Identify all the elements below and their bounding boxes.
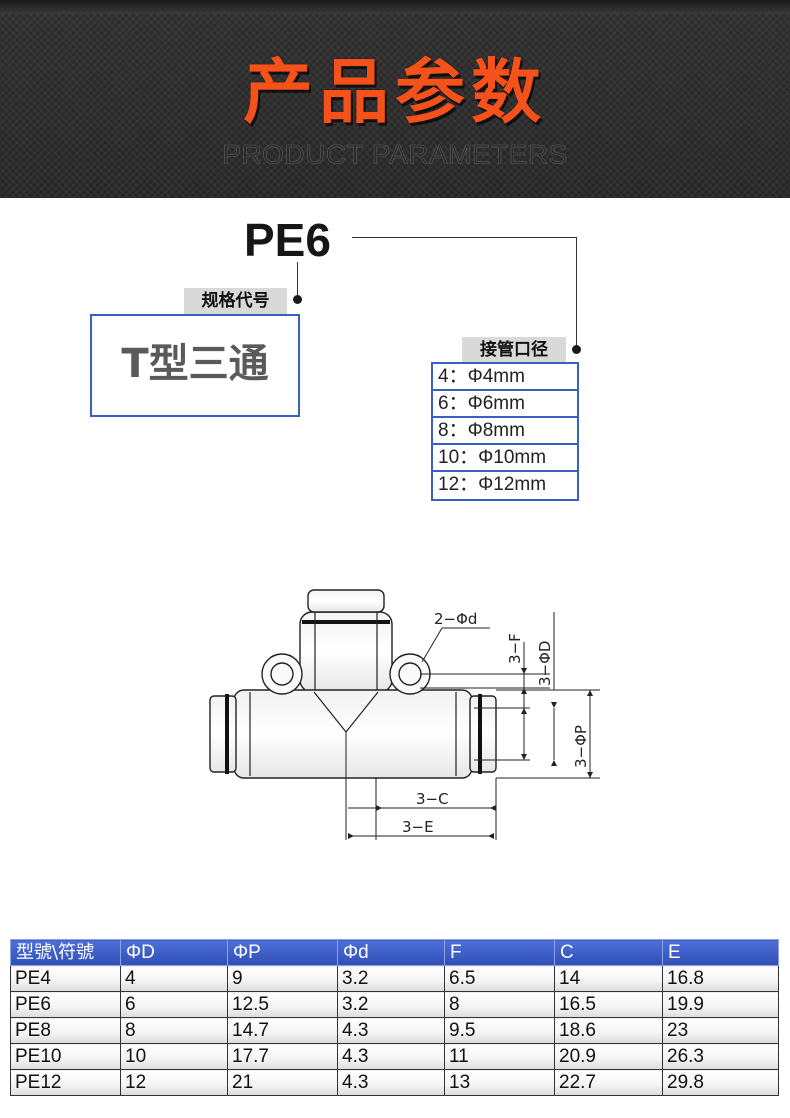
table-cell: 29.8 bbox=[662, 1069, 779, 1096]
p-dimension-label: 3−ΦP bbox=[572, 725, 590, 768]
table-cell: 19.9 bbox=[662, 991, 779, 1018]
column-header: F bbox=[444, 939, 555, 966]
table-cell: 14 bbox=[554, 965, 663, 992]
main-body bbox=[233, 689, 473, 779]
lead-line-to-ports-vertical bbox=[576, 237, 577, 349]
spec-dot bbox=[293, 295, 302, 304]
table-cell: 3.2 bbox=[337, 965, 445, 992]
table-cell: 8 bbox=[444, 991, 555, 1018]
banner-subtitle: PRODUCT PARAMETERS bbox=[222, 139, 568, 170]
d-dimension-label: 3−ΦD bbox=[536, 641, 554, 686]
c-dimension-label: 3−C bbox=[416, 790, 449, 808]
table-cell: PE10 bbox=[10, 1043, 121, 1070]
table-cell: 4.3 bbox=[337, 1069, 445, 1096]
hole-dimension-label: 2−Φd bbox=[434, 610, 477, 628]
table-row: PE6 6 12.5 3.2 8 16.5 19.9 bbox=[10, 991, 779, 1018]
table-cell: PE8 bbox=[10, 1017, 121, 1044]
type-name: T型三通 bbox=[121, 341, 269, 387]
table-cell: 3.2 bbox=[337, 991, 445, 1018]
table-cell: 23 bbox=[662, 1017, 779, 1044]
table-cell: 21 bbox=[227, 1069, 338, 1096]
model-code: PE6 bbox=[244, 214, 331, 266]
right-mount-hole-inner bbox=[398, 662, 422, 686]
top-collet bbox=[307, 589, 385, 613]
parameter-table: 型號\符號 ΦD ΦP Φd F C E PE4 4 9 3.2 6.5 14 … bbox=[10, 939, 779, 1096]
table-cell: 13 bbox=[444, 1069, 555, 1096]
banner-title: 产品参数 bbox=[243, 51, 547, 133]
table-cell: 12.5 bbox=[227, 991, 338, 1018]
table-row: PE12 12 21 4.3 13 22.7 29.8 bbox=[10, 1069, 779, 1096]
table-cell: 8 bbox=[120, 1017, 228, 1044]
table-cell: 4.3 bbox=[337, 1043, 445, 1070]
left-mount-hole-inner bbox=[270, 662, 294, 686]
table-row: PE4 4 9 3.2 6.5 14 16.8 bbox=[10, 965, 779, 992]
type-box: T型三通 bbox=[90, 314, 300, 417]
table-cell: 16.8 bbox=[662, 965, 779, 992]
table-cell: 10 bbox=[120, 1043, 228, 1070]
table-cell: 6 bbox=[120, 991, 228, 1018]
table-cell: PE12 bbox=[10, 1069, 121, 1096]
column-header: ΦD bbox=[120, 939, 228, 966]
table-cell: 17.7 bbox=[227, 1043, 338, 1070]
port-size-item: 12：Φ12mm bbox=[438, 474, 547, 495]
column-header: E bbox=[662, 939, 779, 966]
port-size-item: 6：Φ6mm bbox=[433, 391, 577, 418]
port-size-item: 10：Φ10mm bbox=[433, 445, 577, 472]
table-row: PE10 10 17.7 4.3 11 20.9 26.3 bbox=[10, 1043, 779, 1070]
table-row: PE8 8 14.7 4.3 9.5 18.6 23 bbox=[10, 1017, 779, 1044]
table-cell: 14.7 bbox=[227, 1017, 338, 1044]
banner-top-strip bbox=[0, 0, 790, 14]
column-header: 型號\符號 bbox=[10, 939, 121, 966]
spec-code-label: 规格代号 bbox=[184, 288, 287, 314]
table-cell: PE6 bbox=[10, 991, 121, 1018]
table-cell: 9 bbox=[227, 965, 338, 992]
table-cell: 11 bbox=[444, 1043, 555, 1070]
table-cell: 20.9 bbox=[554, 1043, 663, 1070]
left-collet bbox=[209, 695, 237, 773]
table-cell: PE4 bbox=[10, 965, 121, 992]
lead-line-to-ports-horizontal bbox=[352, 237, 577, 238]
table-cell: 9.5 bbox=[444, 1017, 555, 1044]
right-collet bbox=[469, 695, 497, 773]
e-dimension-label: 3−E bbox=[402, 818, 434, 836]
lead-line-to-spec-vertical bbox=[297, 262, 298, 298]
table-cell: 26.3 bbox=[662, 1043, 779, 1070]
port-size-label: 接管口径 bbox=[462, 337, 566, 363]
port-size-item: 8：Φ8mm bbox=[433, 418, 577, 445]
port-size-list: 4：Φ4mm 6：Φ6mm 8：Φ8mm 10：Φ10mm 12：Φ12mm bbox=[431, 362, 579, 501]
table-cell: 22.7 bbox=[554, 1069, 663, 1096]
header-banner: 产品参数 PRODUCT PARAMETERS bbox=[0, 0, 790, 198]
table-cell: 12 bbox=[120, 1069, 228, 1096]
column-header: C bbox=[554, 939, 663, 966]
port-size-item: 4：Φ4mm bbox=[433, 364, 577, 391]
ports-dot bbox=[572, 345, 581, 354]
table-cell: 16.5 bbox=[554, 991, 663, 1018]
tee-fitting-drawing: 2−Φd 3−F 3−ΦD 3−ΦP 3−C bbox=[209, 589, 600, 840]
column-header: ΦP bbox=[227, 939, 338, 966]
table-header-row: 型號\符號 ΦD ΦP Φd F C E bbox=[10, 939, 779, 966]
table-cell: 4.3 bbox=[337, 1017, 445, 1044]
column-header: Φd bbox=[337, 939, 445, 966]
table-cell: 18.6 bbox=[554, 1017, 663, 1044]
f-dimension-label: 3−F bbox=[506, 633, 524, 664]
table-cell: 6.5 bbox=[444, 965, 555, 992]
table-cell: 4 bbox=[120, 965, 228, 992]
